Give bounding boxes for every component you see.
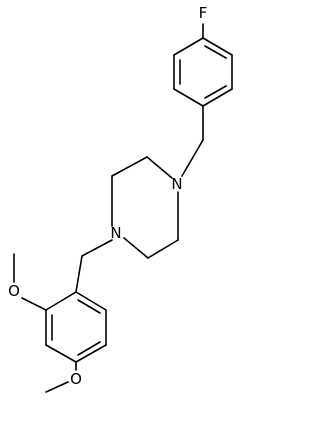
dimethoxyphenyl-ring bbox=[45, 291, 107, 363]
piperazine-ring bbox=[111, 156, 179, 259]
nitrogen-bottom-label: N bbox=[110, 224, 121, 242]
fluorine-label: F bbox=[199, 4, 208, 22]
nitrogen-top-label: N bbox=[171, 175, 182, 193]
molecule-canvas: F N N O O bbox=[8, 4, 233, 393]
methoxy-upper bbox=[13, 253, 47, 311]
benzyl-linker-bottom bbox=[75, 239, 113, 293]
methoxy-lower bbox=[45, 361, 77, 393]
fluorophenyl-ring bbox=[173, 37, 233, 107]
oxygen-upper-label: O bbox=[8, 282, 20, 300]
structure-diagram: F N N O O bbox=[8, 4, 233, 393]
benzyl-linker-top bbox=[181, 105, 204, 177]
oxygen-lower-label: O bbox=[70, 370, 82, 388]
